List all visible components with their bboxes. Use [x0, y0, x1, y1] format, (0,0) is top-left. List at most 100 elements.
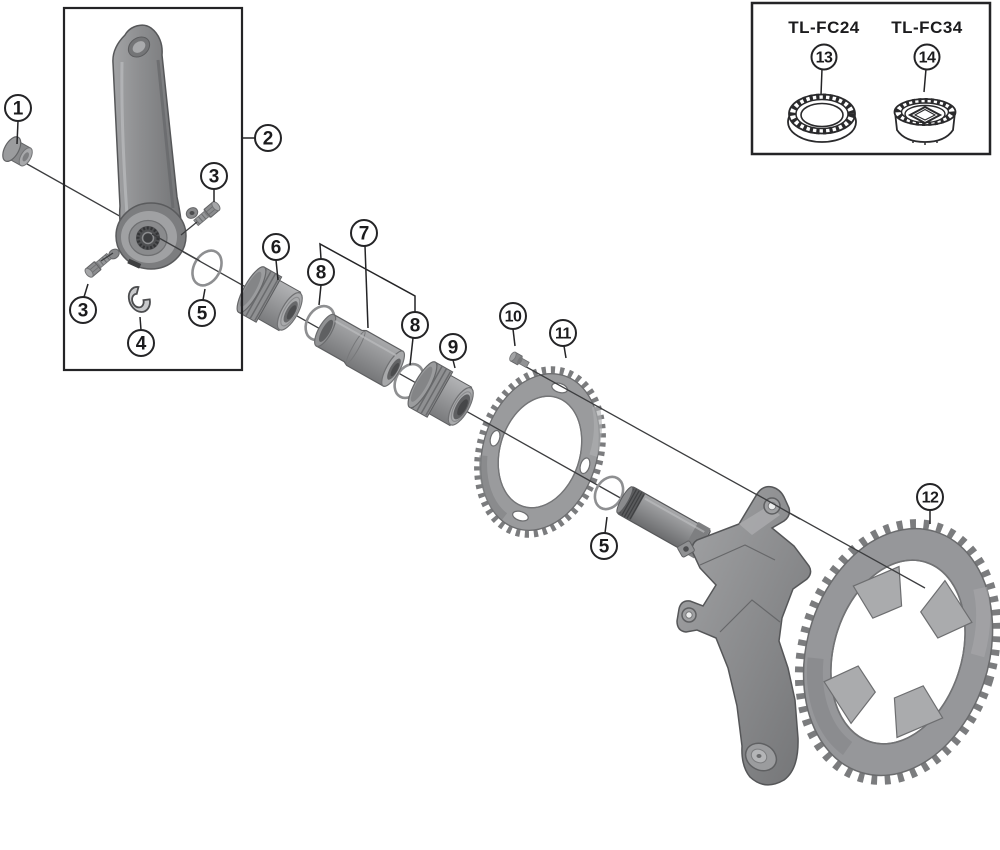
bolt-head-face	[509, 351, 517, 362]
chainring-small-inner-edge	[497, 395, 583, 509]
callout-13: 13	[810, 43, 838, 71]
spider-tab	[919, 579, 973, 639]
callout-11: 11	[549, 319, 577, 347]
svg-text:13: 13	[816, 50, 833, 67]
o-ring-5-left	[191, 249, 223, 287]
callout-4: 4	[127, 329, 155, 357]
pedal-boss-center	[756, 754, 762, 758]
leader-line	[364, 245, 369, 329]
callout-8b: 8	[401, 311, 429, 339]
chainring-large-highlight	[970, 586, 991, 658]
callout-5a: 5	[188, 299, 216, 327]
chainring-hole	[579, 457, 591, 475]
leader-lines	[16, 120, 931, 534]
chainring-large-teeth	[794, 519, 1000, 785]
cap-flange	[2, 136, 22, 162]
cup-flange-inner	[239, 271, 262, 307]
svg-text:1: 1	[13, 99, 24, 120]
cup-bore-inner	[286, 305, 297, 320]
axis-line-overlay	[151, 233, 201, 262]
callout-3b: 3	[69, 296, 97, 324]
chainring-bolt	[509, 351, 530, 369]
chainring-large-shade	[806, 657, 853, 756]
cap-face-center	[22, 152, 30, 162]
spider-tab	[823, 665, 877, 725]
svg-text:3: 3	[209, 167, 220, 188]
leader-line	[563, 345, 567, 359]
crank-facet-line	[719, 599, 781, 633]
bb-cup-left	[236, 266, 303, 332]
toolbox: TL-FC24 TL-FC34 13 14	[750, 1, 992, 156]
spindle-bore-hole	[141, 231, 155, 245]
callout-9: 9	[439, 333, 467, 361]
chainring-small-shade	[479, 455, 508, 520]
bolt-head-face	[84, 267, 94, 278]
leader-line	[139, 316, 142, 331]
callout-1: 1	[4, 94, 32, 122]
sleeve-bore-left	[318, 319, 334, 342]
svg-text:5: 5	[599, 537, 610, 558]
pinch-bolt-hole-right-bore	[189, 211, 195, 215]
leader-line	[923, 68, 927, 93]
tool-diamond-socket	[907, 105, 943, 125]
svg-text:4: 4	[136, 334, 147, 355]
crank-bolt-boss	[677, 540, 695, 558]
tool-label-tl-fc34: TL-FC34	[891, 18, 963, 37]
spider-tab	[893, 685, 944, 739]
spider-tab	[852, 565, 903, 619]
leader-line	[202, 288, 206, 301]
chainring-small-highlight	[589, 405, 602, 457]
callout-6: 6	[262, 233, 290, 261]
o-ring-5-right	[593, 475, 625, 511]
svg-text:11: 11	[555, 326, 572, 343]
svg-text:10: 10	[505, 309, 522, 326]
sleeve-highlight	[334, 320, 397, 357]
svg-text:6: 6	[271, 238, 282, 259]
leader-line	[409, 337, 414, 366]
bracket-8	[319, 242, 416, 312]
cup-bore-inner	[457, 399, 468, 416]
svg-text:9: 9	[448, 338, 459, 359]
leader-line	[83, 283, 89, 298]
chainring-large-inner-edge	[830, 559, 966, 745]
leader-line	[275, 259, 279, 281]
crank-edge-shade	[156, 59, 175, 209]
pinch-bolt-lower	[84, 252, 112, 278]
sleeve-bore-inner	[390, 362, 400, 377]
bolt-flange	[517, 356, 523, 365]
svg-text:2: 2	[263, 129, 274, 150]
leader-line	[318, 284, 322, 306]
bolt-install-line	[180, 221, 198, 236]
callout-7: 7	[350, 219, 378, 247]
tool-castellation	[789, 93, 855, 135]
callout-3a: 3	[200, 162, 228, 190]
callout-10: 10	[499, 302, 527, 330]
bolt-head-face	[211, 201, 221, 212]
leader-line	[820, 68, 823, 96]
bolt-axis-line-overlay	[755, 493, 801, 520]
svg-text:7: 7	[359, 224, 370, 245]
svg-text:8: 8	[410, 316, 421, 337]
bolt-install-line	[100, 252, 114, 262]
svg-text:5: 5	[197, 304, 208, 325]
callout-5b: 5	[590, 532, 618, 560]
right-crank-arm	[676, 485, 812, 786]
callout-12: 12	[916, 483, 944, 511]
crank-facet-line	[699, 544, 776, 566]
callout-2: 2	[254, 124, 282, 152]
bolt-axis-line	[520, 363, 926, 589]
bb-sleeve	[314, 313, 406, 387]
leader-line	[452, 359, 456, 369]
tool-tl-fc24	[787, 93, 857, 143]
pinch-slot	[127, 258, 142, 269]
spindle-tip	[616, 486, 634, 514]
spider-eyelet-left-hole	[685, 611, 693, 619]
chainring-hole	[489, 429, 501, 447]
cup-flange-inner	[410, 366, 433, 402]
leader-line	[604, 516, 608, 534]
chainring-large	[794, 519, 1000, 785]
svg-text:8: 8	[316, 263, 327, 284]
tool-diamond-inner	[913, 108, 937, 121]
